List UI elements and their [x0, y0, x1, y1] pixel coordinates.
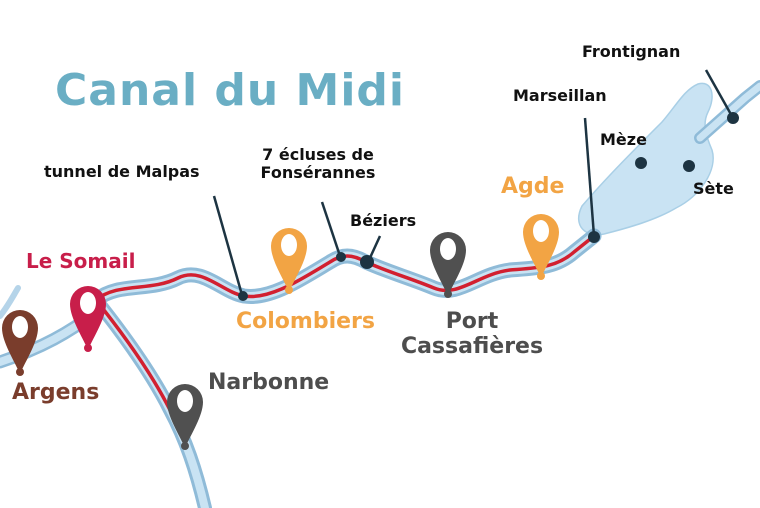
leader-beziers: [367, 235, 382, 261]
leader-marseillan: [583, 117, 596, 237]
label-beziers: Béziers: [350, 211, 417, 230]
western-river: [0, 285, 21, 319]
pin-agde-icon[interactable]: [523, 214, 559, 280]
dot-meze: [635, 157, 647, 169]
pin-le-somail-icon[interactable]: [70, 286, 106, 352]
label-port-line1: Port: [445, 309, 499, 334]
etang-de-thau: [577, 82, 714, 236]
pin-argens-icon[interactable]: [2, 310, 38, 376]
label-sete: Sète: [693, 179, 734, 198]
label-narbonne: Narbonne: [208, 370, 330, 395]
leader-frontignan: [704, 69, 735, 119]
label-colombiers: Colombiers: [236, 309, 375, 334]
pin-colombiers-icon[interactable]: [271, 228, 307, 294]
dot-sete: [683, 160, 695, 172]
pin-narbonne-icon[interactable]: [167, 384, 203, 450]
leader-tunnel: [212, 195, 244, 296]
dot-beziers: [360, 255, 374, 269]
label-tunnel-de-malpas: tunnel de Malpas: [44, 162, 200, 181]
label-le-somail: Le Somail: [26, 249, 136, 273]
label-port-line2: Cassafières: [400, 334, 544, 360]
label-meze: Mèze: [600, 130, 647, 149]
label-marseillan: Marseillan: [513, 86, 607, 105]
dot-ecluses: [336, 252, 346, 262]
label-frontignan: Frontignan: [582, 42, 681, 61]
label-ecluses: 7 écluses de Fonsérannes: [250, 145, 386, 183]
label-port-cassafieres: Port Cassafières: [394, 309, 550, 360]
label-ecluses-line2: Fonsérannes: [260, 163, 376, 183]
dot-tunnel-de-malpas: [238, 291, 248, 301]
label-agde: Agde: [501, 174, 565, 199]
dot-marseillan: [588, 231, 600, 243]
pin-port-cassafieres-icon[interactable]: [430, 232, 466, 298]
canal-route: [94, 234, 596, 302]
map-title: Canal du Midi: [55, 65, 405, 116]
leader-ecluses: [320, 201, 342, 257]
label-argens: Argens: [12, 380, 100, 405]
label-ecluses-line1: 7 écluses de: [262, 145, 374, 164]
dot-frontignan: [727, 112, 739, 124]
